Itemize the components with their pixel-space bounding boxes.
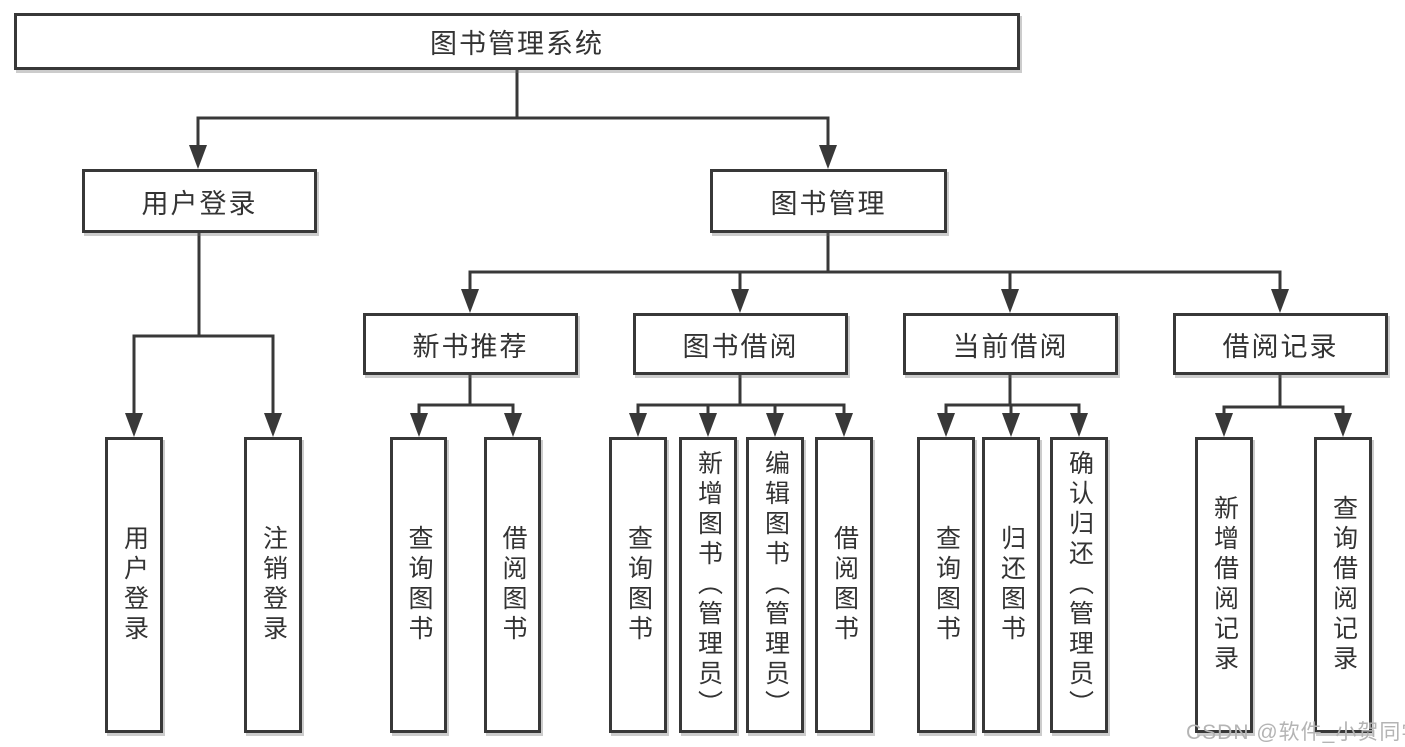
node-label: 编辑图书（管理员）: [761, 450, 790, 720]
node-label: 借阅图书: [830, 525, 859, 645]
node-label: 用户登录: [141, 188, 258, 219]
node-label: 查询图书: [405, 525, 433, 645]
node-label: 借阅图书: [499, 525, 527, 645]
node-label: 查询借阅记录: [1329, 495, 1358, 675]
node-label: 注销登录: [259, 525, 288, 645]
leaf-add-borrow-record: 新增借阅记录: [1195, 437, 1253, 733]
leaf-return-books: 归还图书: [982, 437, 1040, 733]
leaf-borrow-books-recommend: 借阅图书: [484, 437, 541, 733]
leaf-confirm-return-admin: 确认归还（管理员）: [1050, 437, 1108, 733]
node-label: 图书借阅: [682, 331, 799, 362]
leaf-query-books-current: 查询图书: [917, 437, 975, 733]
node-label: 新增借阅记录: [1210, 495, 1239, 675]
node-label: 确认归还（管理员）: [1065, 450, 1094, 720]
leaf-query-borrow-record: 查询借阅记录: [1314, 437, 1372, 733]
leaf-borrow-books: 借阅图书: [815, 437, 873, 733]
leaf-query-books-recommend: 查询图书: [390, 437, 447, 733]
leaf-logout: 注销登录: [244, 437, 302, 733]
node-book-management: 图书管理: [710, 169, 947, 233]
node-label: 归还图书: [997, 525, 1026, 645]
node-label: 图书管理: [770, 188, 887, 219]
leaf-edit-book-admin: 编辑图书（管理员）: [746, 437, 804, 733]
node-current-borrow: 当前借阅: [903, 313, 1118, 375]
watermark-csdn: CSDN @软件_小贺同学: [1186, 721, 1405, 744]
node-book-borrow: 图书借阅: [633, 313, 848, 375]
node-borrow-records: 借阅记录: [1173, 313, 1388, 375]
node-label: 用户登录: [120, 525, 149, 645]
leaf-add-book-admin: 新增图书（管理员）: [679, 437, 737, 733]
node-label: 图书管理系统: [430, 29, 604, 59]
node-new-book-recommend: 新书推荐: [363, 313, 578, 375]
node-label: 当前借阅: [952, 331, 1069, 362]
node-label: 借阅记录: [1222, 331, 1339, 362]
node-label: 新增图书（管理员）: [694, 450, 723, 720]
node-label: 查询图书: [932, 525, 961, 645]
node-label: 查询图书: [624, 525, 653, 645]
node-user-login: 用户登录: [82, 169, 317, 233]
leaf-user-login: 用户登录: [105, 437, 163, 733]
node-label: 新书推荐: [412, 331, 529, 362]
leaf-query-books-borrow: 查询图书: [609, 437, 667, 733]
node-book-management-system: 图书管理系统: [14, 13, 1020, 70]
